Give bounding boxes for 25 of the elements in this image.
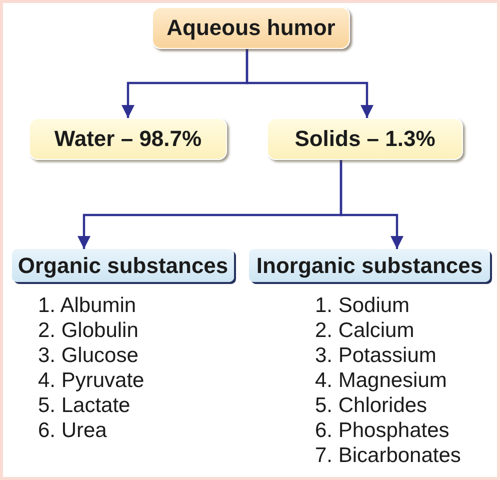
list-item-text: 3. Potassium — [315, 343, 436, 368]
list-item-text: 3. Glucose — [38, 343, 138, 368]
process-box — [152, 7, 350, 49]
process-box — [267, 118, 463, 160]
list-item-text: 2. Calcium — [315, 318, 414, 343]
list-item-text: 2. Globulin — [38, 318, 138, 343]
list-item-text: 5. Lactate — [38, 393, 130, 418]
process-box — [29, 118, 227, 160]
box-label: Aqueous humor — [166, 15, 336, 41]
box-label: Organic substances — [18, 252, 228, 278]
list-item-text: 6. Phosphates — [315, 418, 450, 443]
list-item-text: 4. Pyruvate — [38, 368, 144, 393]
list-item-text: 7. Bicarbonates — [315, 443, 461, 468]
box-label: Inorganic substances — [256, 252, 483, 278]
list-item-text: 1. Albumin — [38, 293, 136, 318]
list-item-text: 5. Chlorides — [315, 393, 428, 418]
list-item-text: 4. Magnesium — [315, 368, 447, 393]
connector-arrow — [246, 49, 374, 118]
box-label: Water – 98.7% — [54, 126, 202, 152]
list-item-text: 6. Urea — [38, 418, 107, 443]
category-heading-box — [12, 249, 234, 282]
box-label: Solids – 1.3% — [294, 126, 436, 152]
connector-arrow — [340, 160, 404, 249]
category-heading-box — [249, 249, 490, 282]
list-item-text: 1. Sodium — [315, 293, 410, 318]
